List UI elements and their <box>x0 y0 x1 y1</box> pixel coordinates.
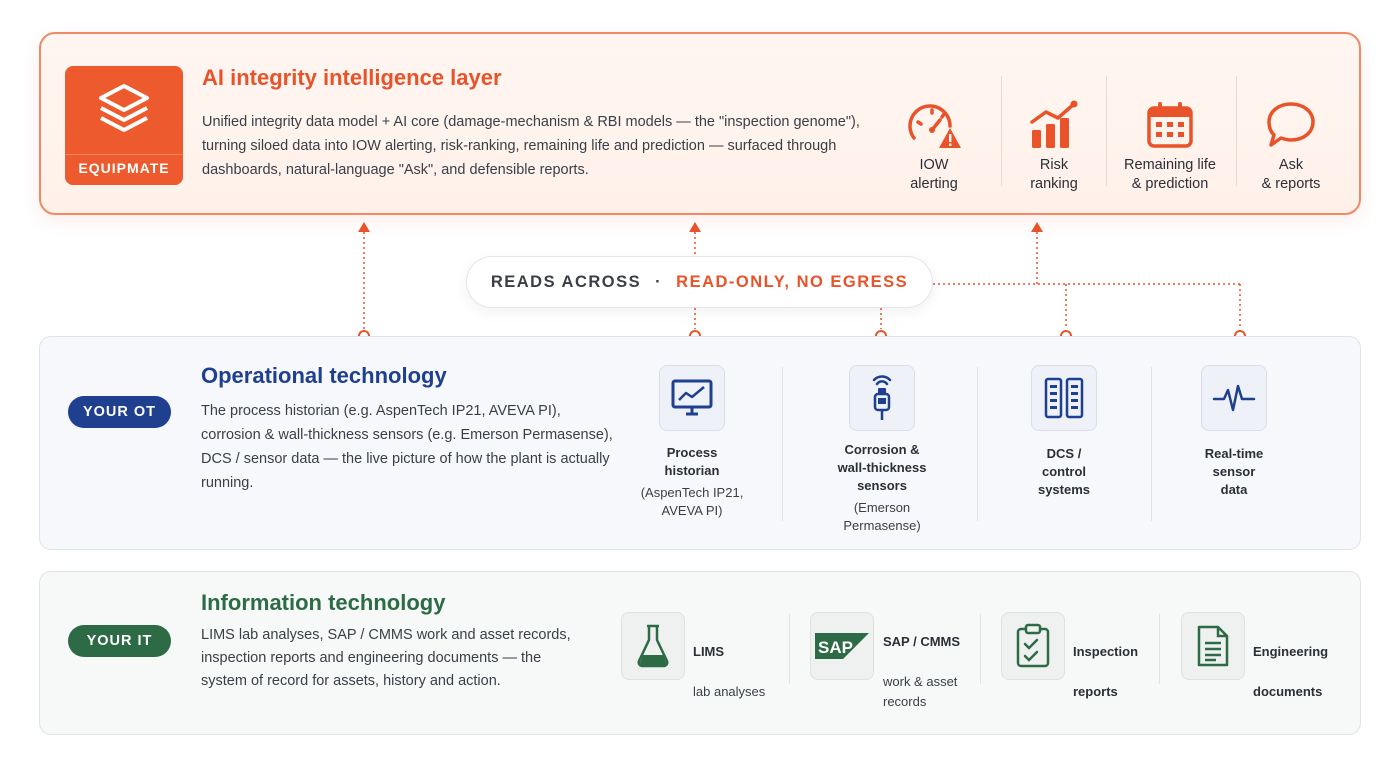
arrow-up-icon <box>1031 222 1043 232</box>
capability-iow-alerting: IOW alerting <box>869 100 999 194</box>
read-only-label: READ-ONLY, NO EGRESS <box>676 272 909 291</box>
divider <box>1001 76 1002 186</box>
capability-risk-ranking: Risk ranking <box>989 100 1119 194</box>
arrow-up-icon <box>358 222 370 232</box>
ot-item-corrosion-sensors: Corrosion & wall-thickness sensors (Emer… <box>807 365 957 535</box>
ot-item-sensor-data: Real-time sensor data <box>1159 365 1309 499</box>
ai-layer-description: Unified integrity data model + AI core (… <box>202 114 860 178</box>
chat-bubble-icon <box>1267 102 1315 147</box>
it-description: LIMS lab analyses, SAP / CMMS work and a… <box>201 627 571 689</box>
divider <box>977 367 978 521</box>
ot-item-name: DCS / control systems <box>1037 446 1091 497</box>
trend-bars-icon <box>1030 100 1078 148</box>
your-it-tag: YOUR IT <box>68 625 171 657</box>
capability-label: IOW alerting <box>910 157 958 192</box>
ot-panel: YOUR OT Operational technology The proce… <box>39 336 1361 550</box>
separator-dot: · <box>655 272 663 291</box>
it-item-name: Inspection <box>1073 644 1139 659</box>
divider <box>1236 76 1237 186</box>
it-item-lims: LIMS lab analyses <box>621 612 791 699</box>
document-icon <box>1197 625 1229 667</box>
clipboard-check-icon <box>1016 623 1050 668</box>
sensor-icon <box>872 375 892 420</box>
flask-icon <box>637 624 669 668</box>
pulse-icon <box>1212 384 1256 412</box>
divider <box>782 367 783 521</box>
capability-label: Remaining life & prediction <box>1124 157 1216 192</box>
it-panel: YOUR IT Information technology LIMS lab … <box>39 571 1361 735</box>
equipmate-logo: EQUIPMATE <box>65 66 183 185</box>
divider <box>980 614 981 684</box>
it-item-inspection: Inspection reports <box>1001 612 1171 699</box>
arrow-up-icon <box>689 222 701 232</box>
divider <box>1159 614 1160 684</box>
ot-item-sub: (Emerson Permasense) <box>843 500 921 533</box>
it-item-name: SAP / CMMS <box>883 634 961 649</box>
it-title: Information technology <box>201 590 446 615</box>
it-item-sub: documents <box>1253 684 1323 699</box>
layers-icon <box>99 84 149 132</box>
read-only-badge: READS ACROSS · READ-ONLY, NO EGRESS <box>466 256 933 308</box>
it-item-sub: lab analyses <box>693 684 766 699</box>
it-item-engineering: Engineering documents <box>1181 612 1351 699</box>
capability-label: Risk ranking <box>1030 157 1078 192</box>
gauge-alert-icon <box>908 104 961 148</box>
capability-remaining-life: Remaining life & prediction <box>1105 100 1235 194</box>
ai-layer-title: AI integrity intelligence layer <box>202 65 502 90</box>
server-racks-icon <box>1044 377 1084 419</box>
brand-name: EQUIPMATE <box>65 154 183 176</box>
capability-ask-reports: Ask & reports <box>1226 100 1356 194</box>
ot-item-sub: (AspenTech IP21, AVEVA PI) <box>640 485 744 518</box>
it-item-name: LIMS <box>693 644 725 659</box>
reads-across-label: READS ACROSS <box>490 272 642 291</box>
ot-item-name: Corrosion & wall-thickness sensors <box>837 442 927 493</box>
divider <box>1151 367 1152 521</box>
it-item-name: Engineering <box>1253 644 1329 659</box>
your-ot-tag: YOUR OT <box>68 396 171 428</box>
it-item-sub: work & asset records <box>883 674 958 709</box>
ot-description: The process historian (e.g. AspenTech IP… <box>201 403 613 491</box>
ai-layer-panel: EQUIPMATE AI integrity intelligence laye… <box>39 32 1361 215</box>
capability-label: Ask & reports <box>1261 157 1321 192</box>
ot-title: Operational technology <box>201 363 447 388</box>
svg-text:SAP: SAP <box>818 638 853 657</box>
sap-logo-icon: SAP <box>815 633 869 659</box>
it-item-sap: SAP SAP / CMMS work & asset records <box>810 612 980 709</box>
ot-item-name: Process historian <box>664 445 720 478</box>
ot-item-dcs: DCS / control systems <box>989 365 1139 499</box>
divider <box>789 614 790 684</box>
monitor-chart-icon <box>671 379 713 416</box>
calendar-icon <box>1147 102 1193 148</box>
divider <box>1106 76 1107 186</box>
ot-item-name: Real-time sensor data <box>1204 446 1264 497</box>
it-item-sub: reports <box>1073 684 1118 699</box>
ot-item-process-historian: Process historian (AspenTech IP21, AVEVA… <box>617 365 767 520</box>
